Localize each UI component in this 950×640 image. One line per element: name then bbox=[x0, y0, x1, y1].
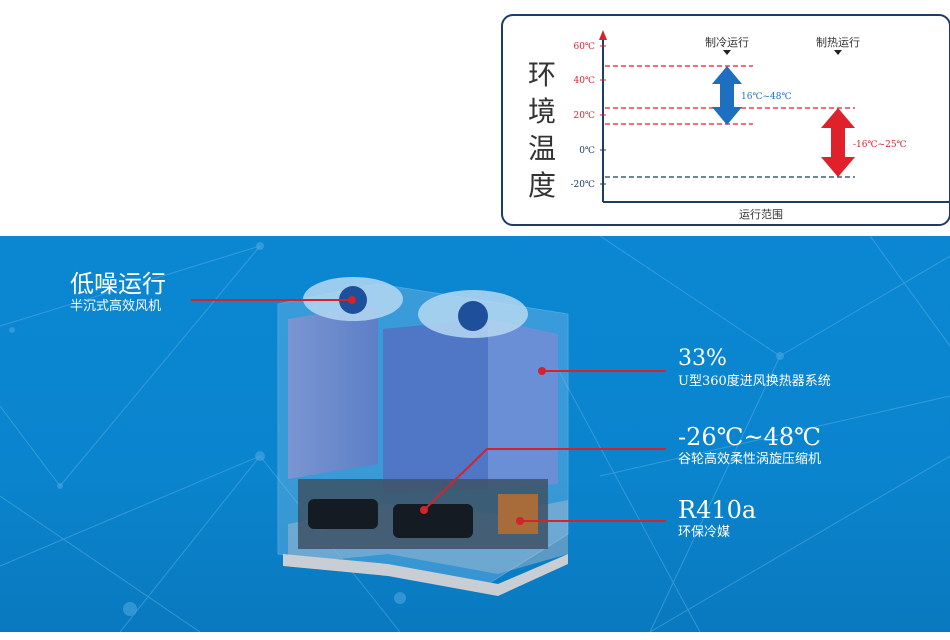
feature-desc: U型360度进风换热器系统 bbox=[678, 374, 831, 389]
cooling-range-arrow-icon bbox=[712, 66, 742, 125]
feature-compressor: -26℃~48℃ 谷轮高效柔性涡旋压缩机 bbox=[678, 423, 821, 468]
product-showcase: 低噪运行 半沉式高效风机 33% U型360度进风换热器系统 -26℃~48℃ … bbox=[0, 236, 950, 632]
chart-vertical-title: 环 境 温 度 bbox=[525, 56, 559, 204]
feature-title: R410a bbox=[678, 496, 757, 524]
callout-dot bbox=[348, 296, 356, 304]
chart-svg: 60℃ 40℃ 20℃ 0℃ -20℃ 制冷运行 制热运行 16℃~48℃ -1… bbox=[570, 30, 949, 221]
callout-dot bbox=[516, 517, 524, 525]
feature-desc: 环保冷媒 bbox=[678, 525, 731, 540]
vertical-title-char: 境 bbox=[527, 95, 556, 128]
feature-desc: 半沉式高效风机 bbox=[70, 299, 162, 314]
callout-line bbox=[423, 448, 666, 511]
y-tick-label: 0℃ bbox=[579, 146, 595, 156]
vertical-title-char: 度 bbox=[527, 169, 556, 202]
feature-title: -26℃~48℃ bbox=[678, 423, 821, 451]
top-section: 环 境 温 度 60℃ 40℃ 20℃ 0℃ -20℃ bbox=[0, 0, 950, 236]
feature-desc: 谷轮高效柔性涡旋压缩机 bbox=[678, 452, 822, 467]
feature-low-noise: 低噪运行 半沉式高效风机 bbox=[70, 270, 166, 315]
feature-refrigerant: R410a 环保冷媒 bbox=[678, 496, 756, 541]
caret-down-icon bbox=[834, 50, 842, 55]
callout-lines bbox=[191, 296, 666, 525]
heating-range-arrow-icon bbox=[821, 108, 855, 177]
heating-range-label: -16℃~25℃ bbox=[853, 140, 907, 150]
network-background bbox=[0, 236, 950, 632]
x-axis-label: 运行范围 bbox=[739, 207, 783, 221]
cooling-mode-label: 制冷运行 bbox=[705, 36, 749, 49]
callout-dot bbox=[420, 506, 428, 514]
operating-range-chart: 环 境 温 度 60℃ 40℃ 20℃ 0℃ -20℃ bbox=[501, 14, 950, 226]
y-tick-label: 20℃ bbox=[573, 111, 595, 121]
outdoor-unit-image bbox=[277, 277, 569, 596]
y-tick-label: 60℃ bbox=[573, 42, 595, 52]
caret-down-icon bbox=[723, 50, 731, 55]
feature-title: 低噪运行 bbox=[70, 270, 166, 298]
callout-dot bbox=[538, 367, 546, 375]
cooling-range-label: 16℃~48℃ bbox=[741, 92, 792, 102]
feature-title: 33% bbox=[678, 346, 727, 371]
vertical-title-char: 温 bbox=[527, 132, 556, 165]
feature-heat-exchanger: 33% U型360度进风换热器系统 bbox=[678, 345, 831, 390]
y-tick-label: 40℃ bbox=[573, 76, 595, 86]
heating-mode-label: 制热运行 bbox=[816, 36, 860, 49]
y-axis-arrow-icon bbox=[599, 30, 607, 40]
bottom-margin bbox=[0, 632, 950, 640]
y-tick-label: -20℃ bbox=[570, 180, 595, 190]
vertical-title-char: 环 bbox=[527, 58, 556, 91]
